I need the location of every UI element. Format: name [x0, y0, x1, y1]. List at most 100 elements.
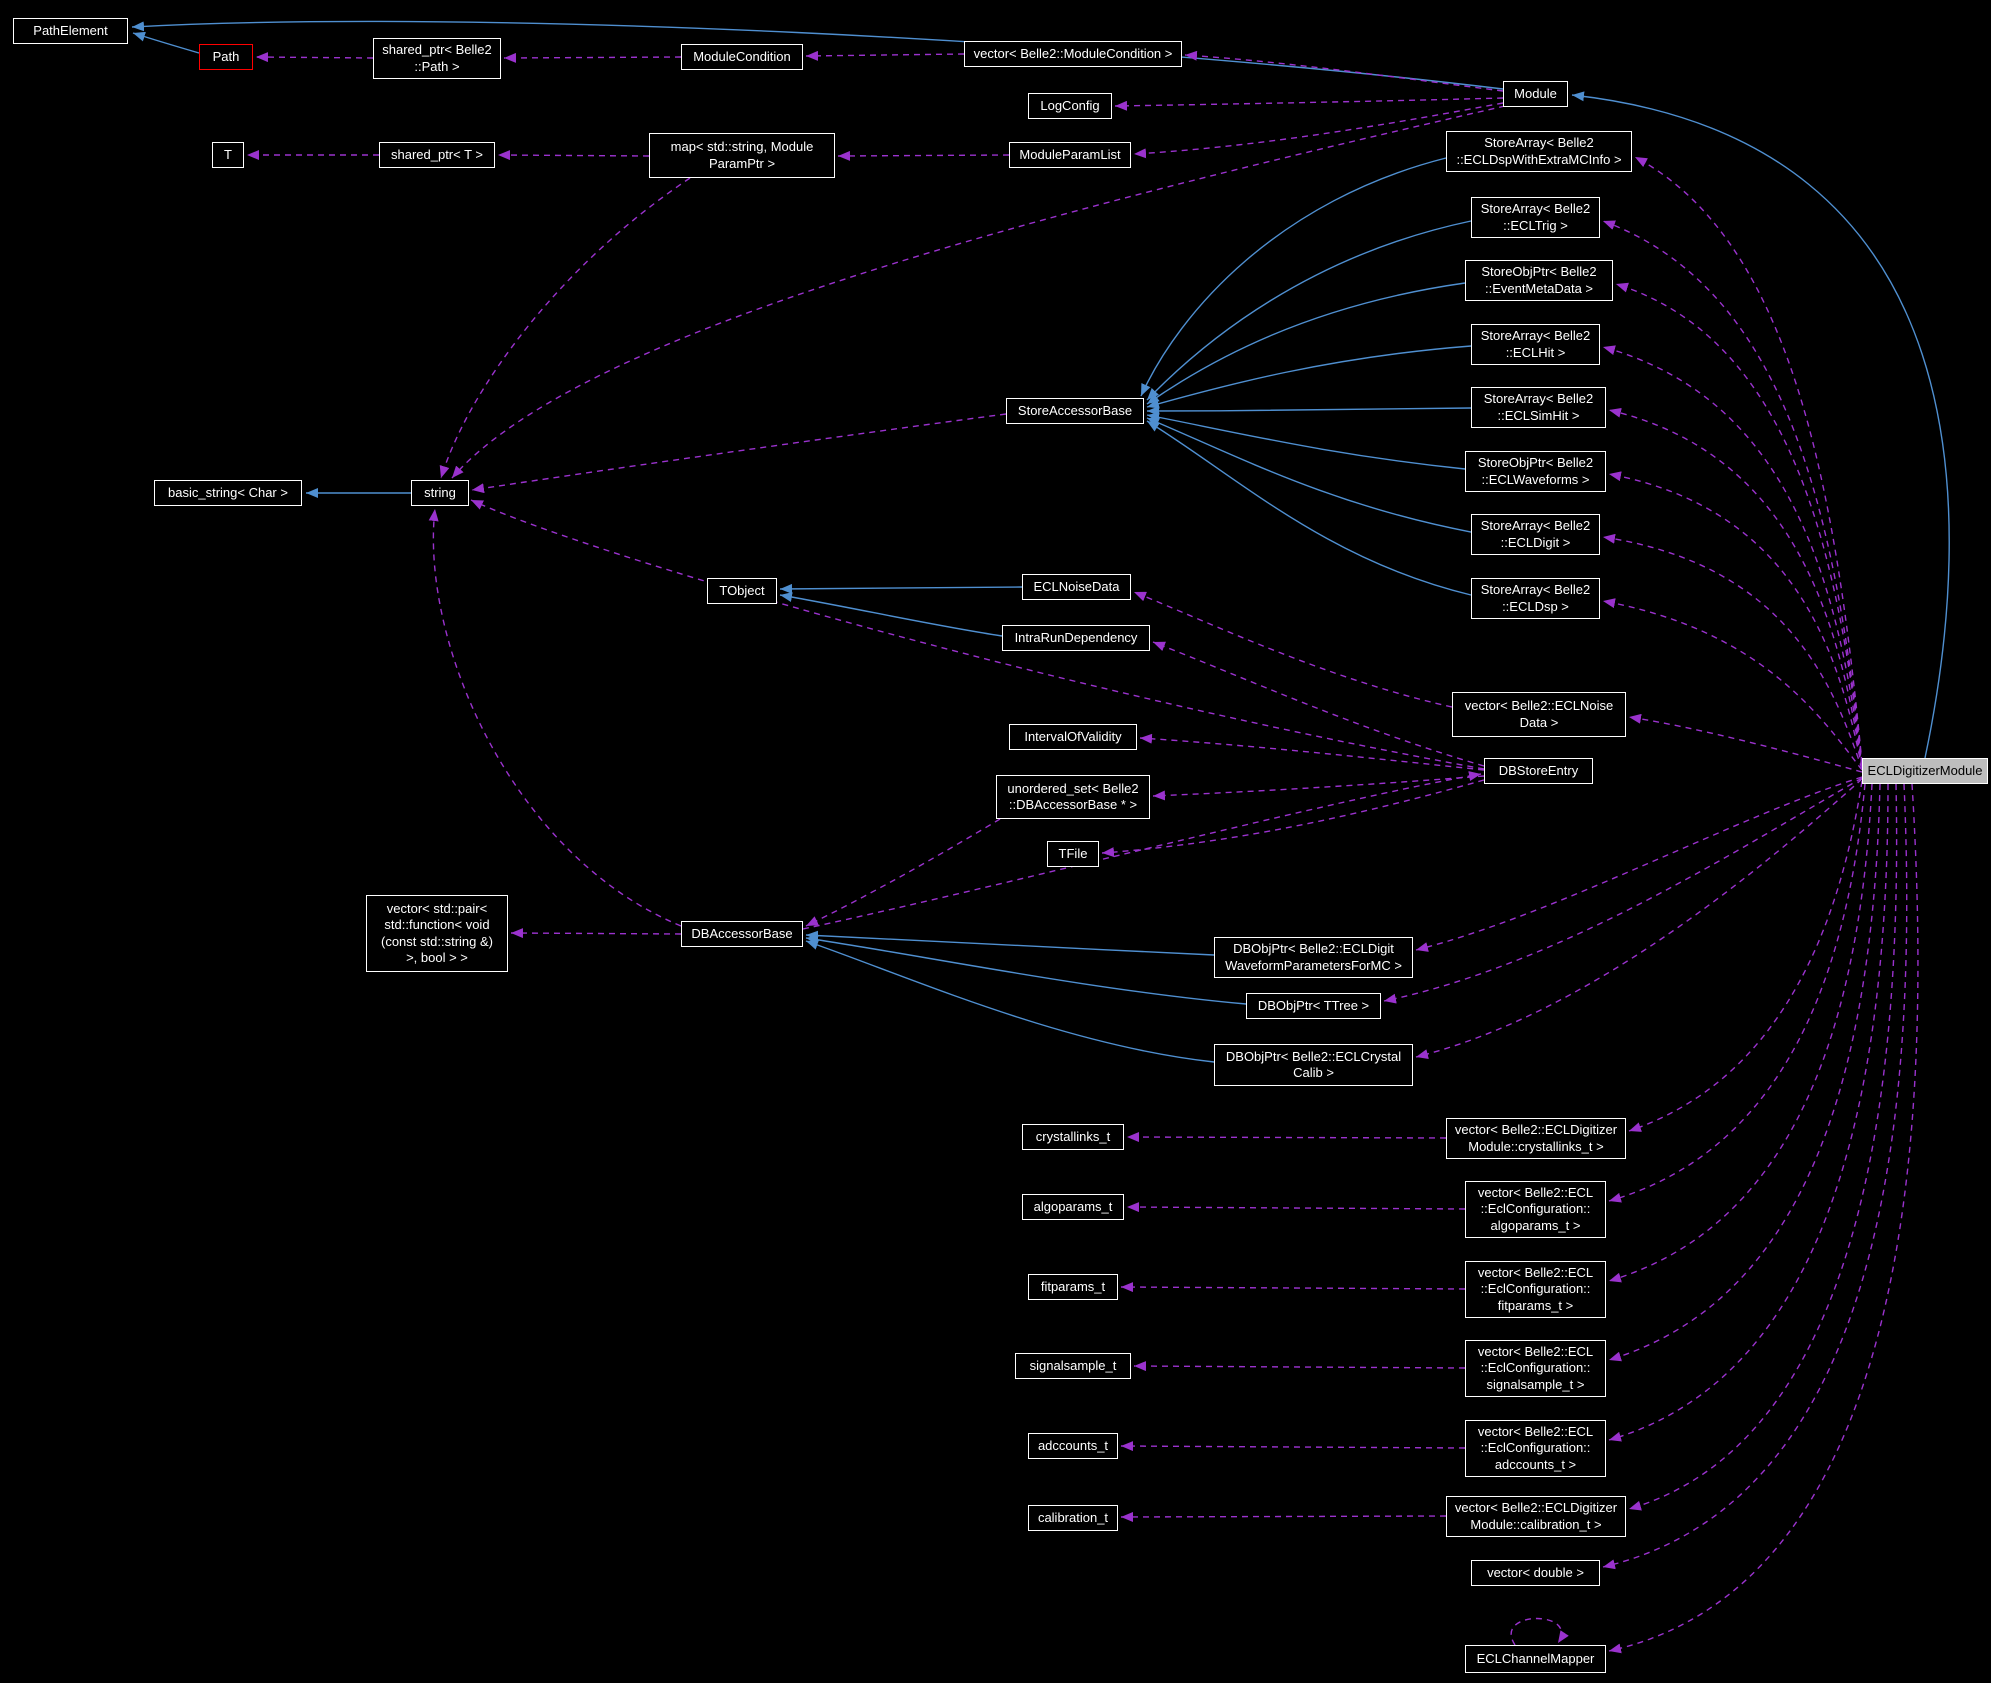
node-sharedptr_t[interactable]: shared_ptr< T >	[379, 142, 495, 168]
edge-ecldigitizermodule-to-vec_fitparams	[1608, 783, 1873, 1283]
node-logconfig[interactable]: LogConfig	[1028, 93, 1112, 119]
edge-eclnoisedata-to-tobject	[779, 583, 1023, 594]
edge-dbstoreentry-to-string	[470, 499, 1485, 770]
edge-ecldigitizermodule-to-sa_dsp	[1602, 598, 1863, 771]
edge-ecldigitizermodule-to-vec_algoparams	[1608, 783, 1866, 1203]
node-module[interactable]: Module	[1503, 81, 1568, 107]
node-vec_algoparams[interactable]: vector< Belle2::ECL ::EclConfiguration::…	[1465, 1181, 1606, 1238]
edge-vec_fitparams-to-fitparams	[1120, 1282, 1466, 1293]
edge-ecldigitizermodule-to-vec_crystallinks	[1628, 780, 1863, 1132]
node-tfile[interactable]: TFile	[1047, 841, 1099, 867]
edge-modulecondition-to-sharedptr_path	[503, 52, 682, 63]
edge-ecldigitizermodule-to-sa_dspextra	[1634, 156, 1863, 764]
edge-sharedptr_path-to-path	[255, 52, 374, 63]
node-intrarundependency[interactable]: IntraRunDependency	[1002, 625, 1150, 651]
edge-vec_modulecondition-to-modulecondition	[805, 50, 965, 61]
edge-vec_adccounts-to-adccounts	[1120, 1441, 1466, 1452]
edge-ecldigitizermodule-to-sa_hit	[1602, 345, 1863, 767]
node-sop_waveforms[interactable]: StoreObjPtr< Belle2 ::ECLWaveforms >	[1465, 451, 1606, 492]
node-dbaccessorbase[interactable]: DBAccessorBase	[681, 921, 803, 947]
edge-module-to-string	[451, 105, 1506, 479]
edge-ecldigitizermodule-to-dbobj_ttree	[1383, 777, 1863, 1004]
node-sa_dspextra[interactable]: StoreArray< Belle2 ::ECLDspWithExtraMCIn…	[1446, 131, 1632, 172]
edge-map_param-to-string	[439, 177, 691, 479]
edge-ecldigitizermodule-to-vec_adccounts	[1608, 783, 1889, 1442]
node-algoparams[interactable]: algoparams_t	[1022, 1194, 1124, 1220]
node-calibration[interactable]: calibration_t	[1028, 1505, 1118, 1531]
edge-dbaccessorbase-to-vec_pair	[510, 928, 682, 939]
edge-module-to-pathelement	[131, 20, 1504, 90]
node-vec_calibration[interactable]: vector< Belle2::ECLDigitizer Module::cal…	[1446, 1496, 1626, 1537]
edge-sa_digit-to-storeaccessorbase	[1146, 417, 1472, 533]
edge-vec_crystallinks-to-crystallinks	[1126, 1132, 1447, 1143]
node-adccounts[interactable]: adccounts_t	[1028, 1433, 1118, 1459]
edge-sop_waveforms-to-storeaccessorbase	[1146, 412, 1466, 470]
node-vec_adccounts[interactable]: vector< Belle2::ECL ::EclConfiguration::…	[1465, 1420, 1606, 1477]
edge-ecldigitizermodule-to-vec_eclnoise	[1628, 713, 1863, 773]
node-eclnoisedata[interactable]: ECLNoiseData	[1022, 574, 1131, 600]
node-basic_string[interactable]: basic_string< Char >	[154, 480, 302, 506]
edge-module-to-vec_modulecondition	[1184, 50, 1504, 92]
node-map_param[interactable]: map< std::string, Module ParamPtr >	[649, 133, 835, 178]
node-intervalofvalidity[interactable]: IntervalOfValidity	[1009, 724, 1137, 750]
node-dbobj_crystal[interactable]: DBObjPtr< Belle2::ECLCrystal Calib >	[1214, 1044, 1413, 1086]
edge-module-to-logconfig	[1114, 97, 1504, 111]
edge-ecldigitizermodule-to-sop_waveforms	[1608, 471, 1863, 769]
edge-moduleparamlist-to-map_param	[837, 150, 1010, 161]
edge-dbstoreentry-to-intervalofvalidity	[1139, 733, 1485, 771]
node-modulecondition[interactable]: ModuleCondition	[681, 44, 803, 70]
node-sa_dsp[interactable]: StoreArray< Belle2 ::ECLDsp >	[1471, 578, 1600, 619]
edge-dbobj_ttree-to-dbaccessorbase	[805, 934, 1247, 1005]
node-vec_fitparams[interactable]: vector< Belle2::ECL ::EclConfiguration::…	[1465, 1261, 1606, 1318]
node-vec_double[interactable]: vector< double >	[1471, 1560, 1600, 1586]
edge-vec_calibration-to-calibration	[1120, 1511, 1447, 1522]
node-fitparams[interactable]: fitparams_t	[1028, 1274, 1118, 1300]
edge-intrarundependency-to-tobject	[779, 592, 1003, 637]
edge-dbstoreentry-to-unordered_set	[1152, 775, 1485, 801]
node-vec_signalsample[interactable]: vector< Belle2::ECL ::EclConfiguration::…	[1465, 1340, 1606, 1397]
node-eclchannelmapper[interactable]: ECLChannelMapper	[1465, 1645, 1606, 1673]
edge-ecldigitizermodule-to-vec_calibration	[1628, 783, 1898, 1511]
node-sa_trig[interactable]: StoreArray< Belle2 ::ECLTrig >	[1471, 197, 1600, 238]
node-vec_crystallinks[interactable]: vector< Belle2::ECLDigitizer Module::cry…	[1446, 1118, 1626, 1159]
edge-sa_dspextra-to-storeaccessorbase	[1140, 157, 1447, 397]
edge-ecldigitizermodule-to-sop_eventmeta	[1615, 282, 1863, 766]
node-unordered_set[interactable]: unordered_set< Belle2 ::DBAccessorBase *…	[996, 775, 1150, 819]
edge-sa_hit-to-storeaccessorbase	[1146, 345, 1472, 409]
node-path[interactable]: Path	[199, 44, 253, 70]
node-dbobj_wfmc[interactable]: DBObjPtr< Belle2::ECLDigit WaveformParam…	[1214, 937, 1413, 978]
edge-unordered_set-to-dbaccessorbase	[805, 818, 1001, 927]
edge-ecldigitizermodule-to-sa_simhit	[1608, 407, 1863, 768]
node-storeaccessorbase[interactable]: StoreAccessorBase	[1006, 398, 1144, 424]
node-vec_eclnoise[interactable]: vector< Belle2::ECLNoise Data >	[1452, 692, 1626, 737]
edge-map_param-to-sharedptr_t	[497, 150, 650, 161]
edge-dbaccessorbase-to-string	[428, 508, 682, 927]
node-dbobj_ttree[interactable]: DBObjPtr< TTree >	[1246, 993, 1381, 1019]
node-pathelement[interactable]: PathElement	[13, 18, 128, 44]
edge-dbobj_crystal-to-dbaccessorbase	[805, 940, 1215, 1063]
node-tobject[interactable]: TObject	[707, 578, 777, 604]
node-signalsample[interactable]: signalsample_t	[1015, 1353, 1131, 1379]
edge-vec_eclnoise-to-eclnoisedata	[1133, 591, 1453, 708]
node-sa_simhit[interactable]: StoreArray< Belle2 ::ECLSimHit >	[1471, 387, 1606, 428]
edge-dbobj_wfmc-to-dbaccessorbase	[805, 930, 1215, 956]
edge-ecldigitizermodule-to-sa_digit	[1602, 533, 1863, 770]
edge-ecldigitizermodule-to-dbobj_crystal	[1415, 778, 1863, 1059]
node-t[interactable]: T	[212, 142, 244, 168]
node-vec_pair[interactable]: vector< std::pair< std::function< void (…	[366, 895, 508, 972]
node-sa_hit[interactable]: StoreArray< Belle2 ::ECLHit >	[1471, 324, 1600, 365]
node-sop_eventmeta[interactable]: StoreObjPtr< Belle2 ::EventMetaData >	[1465, 260, 1613, 301]
node-sa_digit[interactable]: StoreArray< Belle2 ::ECLDigit >	[1471, 514, 1600, 555]
node-crystallinks[interactable]: crystallinks_t	[1022, 1124, 1124, 1150]
node-moduleparamlist[interactable]: ModuleParamList	[1009, 142, 1131, 168]
edge-ecldigitizermodule-to-dbobj_wfmc	[1415, 776, 1863, 952]
node-dbstoreentry[interactable]: DBStoreEntry	[1484, 758, 1593, 784]
edge-ecldigitizermodule-to-sa_trig	[1602, 220, 1863, 765]
node-string[interactable]: string	[411, 480, 469, 506]
node-sharedptr_path[interactable]: shared_ptr< Belle2 ::Path >	[373, 38, 501, 79]
edge-sa_dsp-to-storeaccessorbase	[1146, 420, 1472, 596]
edge-path-to-pathelement	[132, 31, 200, 54]
node-vec_modulecondition[interactable]: vector< Belle2::ModuleCondition >	[964, 41, 1182, 67]
